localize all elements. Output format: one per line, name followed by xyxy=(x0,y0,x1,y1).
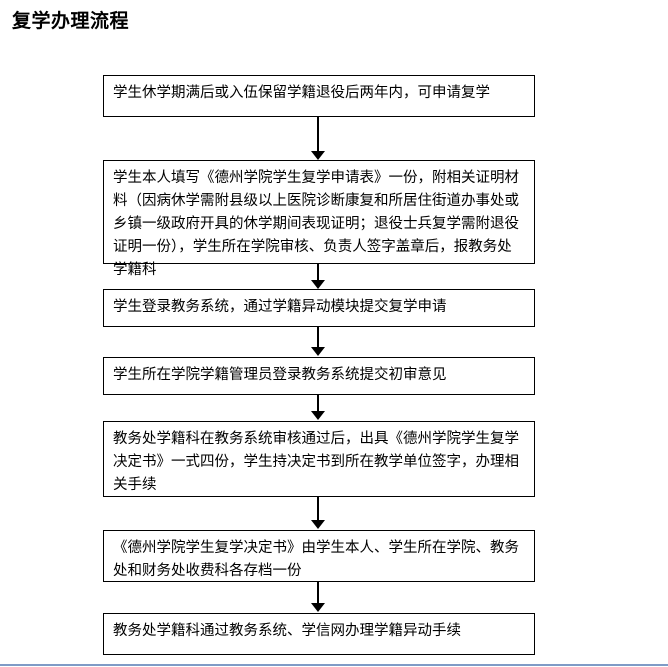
flow-step-3-text: 学生登录教务系统，通过学籍异动模块提交复学申请 xyxy=(113,299,447,315)
flow-step-3: 学生登录教务系统，通过学籍异动模块提交复学申请 xyxy=(103,289,535,327)
flow-step-6-text: 《德州学院学生复学决定书》由学生本人、学生所在学院、教务处和财务处收费科各存档一… xyxy=(113,540,519,579)
flow-step-7-text: 教务处学籍科通过教务系统、学信网办理学籍异动手续 xyxy=(113,623,461,639)
flow-step-4: 学生所在学院学籍管理员登录教务系统提交初审意见 xyxy=(103,357,535,395)
connector-3-line xyxy=(317,327,319,348)
flow-step-1: 学生休学期满后或入伍保留学籍退役后两年内，可申请复学 xyxy=(103,75,535,117)
connector-5-line xyxy=(317,497,319,521)
flow-step-6: 《德州学院学生复学决定书》由学生本人、学生所在学院、教务处和财务处收费科各存档一… xyxy=(103,530,535,582)
page-title: 复学办理流程 xyxy=(12,10,130,32)
flow-step-1-text: 学生休学期满后或入伍保留学籍退役后两年内，可申请复学 xyxy=(113,85,490,101)
bottom-divider xyxy=(0,664,668,666)
down-arrow-icon-2 xyxy=(311,280,325,289)
down-arrow-icon-1 xyxy=(311,151,325,160)
down-arrow-icon-5 xyxy=(311,520,325,529)
down-arrow-icon-3 xyxy=(311,347,325,356)
flow-step-4-text: 学生所在学院学籍管理员登录教务系统提交初审意见 xyxy=(113,367,447,383)
flow-step-7: 教务处学籍科通过教务系统、学信网办理学籍异动手续 xyxy=(103,613,535,655)
connector-1-line xyxy=(317,117,319,153)
connector-6-line xyxy=(317,582,319,604)
down-arrow-icon-6 xyxy=(311,603,325,612)
flow-step-2-text: 学生本人填写《德州学院学生复学申请表》一份，附相关证明材料（因病休学需附县级以上… xyxy=(113,170,519,278)
flow-step-2: 学生本人填写《德州学院学生复学申请表》一份，附相关证明材料（因病休学需附县级以上… xyxy=(103,160,535,278)
connector-4-line xyxy=(317,395,319,412)
connector-2-line xyxy=(317,264,319,282)
flow-step-5-text: 教务处学籍科在教务系统审核通过后，出具《德州学院学生复学决定书》一式四份，学生持… xyxy=(113,431,519,493)
down-arrow-icon-4 xyxy=(311,411,325,420)
flow-step-5: 教务处学籍科在教务系统审核通过后，出具《德州学院学生复学决定书》一式四份，学生持… xyxy=(103,421,535,497)
